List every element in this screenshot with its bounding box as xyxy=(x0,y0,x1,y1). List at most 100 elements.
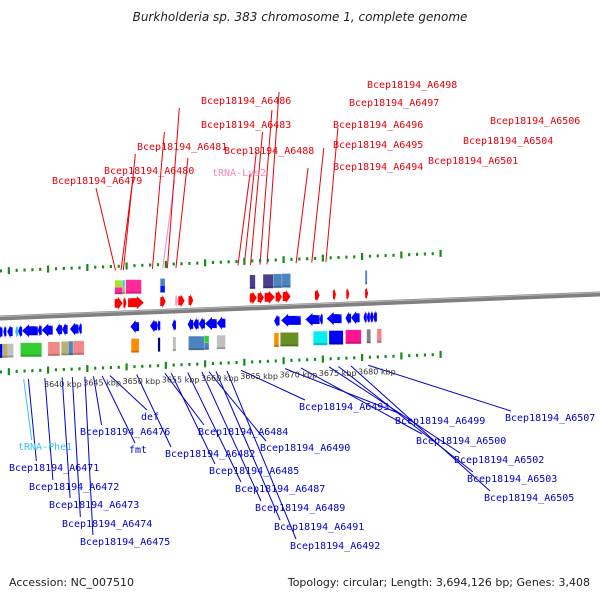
reverse-gene[interactable] xyxy=(172,318,176,332)
forward-gene-label[interactable]: Bcep18194_A6494 xyxy=(333,162,423,173)
forward-gene-label[interactable]: Bcep18194_A6488 xyxy=(224,146,314,157)
forward-gene[interactable] xyxy=(123,296,127,310)
reverse-gene[interactable] xyxy=(198,317,205,331)
reverse-gene-label[interactable]: Bcep18194_A6485 xyxy=(209,466,299,477)
forward-gene[interactable] xyxy=(114,296,123,310)
reverse-gene-label[interactable]: fmt xyxy=(129,445,147,456)
reverse-gene[interactable] xyxy=(130,320,140,334)
forward-gene-label[interactable]: Bcep18194_A6479 xyxy=(52,176,142,187)
reverse-gene[interactable] xyxy=(157,319,161,333)
forward-cog-block[interactable] xyxy=(125,279,142,294)
forward-cog-block[interactable] xyxy=(262,274,274,289)
forward-gene-label[interactable]: Bcep18194_A6495 xyxy=(333,140,423,151)
reverse-gene[interactable] xyxy=(15,324,19,338)
reverse-gene[interactable] xyxy=(216,316,226,330)
reverse-gene-label[interactable]: Bcep18194_A6472 xyxy=(29,482,119,493)
reverse-cog-block[interactable] xyxy=(157,337,161,352)
reverse-cog-block[interactable] xyxy=(0,343,3,359)
reverse-gene[interactable] xyxy=(62,322,68,336)
forward-cog-block[interactable] xyxy=(122,279,126,288)
forward-gene[interactable] xyxy=(282,290,291,304)
forward-gene-label[interactable]: Bcep18194_A6486 xyxy=(201,96,291,107)
forward-cog-block[interactable] xyxy=(114,280,123,288)
reverse-gene-label[interactable]: Bcep18194_A6505 xyxy=(484,493,574,504)
reverse-gene[interactable] xyxy=(319,312,323,326)
reverse-gene-label[interactable]: Bcep18194_A6487 xyxy=(235,484,325,495)
reverse-cog-block[interactable] xyxy=(366,329,371,344)
reverse-gene[interactable] xyxy=(18,324,23,338)
reverse-gene-label[interactable]: Bcep18194_A6489 xyxy=(255,503,345,514)
reverse-gene[interactable] xyxy=(363,310,367,324)
forward-gene[interactable] xyxy=(365,286,369,300)
reverse-cog-block[interactable] xyxy=(72,340,85,356)
reverse-gene-label[interactable]: def xyxy=(141,412,159,423)
forward-cog-block[interactable] xyxy=(249,274,256,290)
reverse-gene[interactable] xyxy=(150,319,158,333)
reverse-gene[interactable] xyxy=(41,323,53,337)
forward-cog-block[interactable] xyxy=(122,286,126,295)
reverse-cog-block[interactable] xyxy=(2,343,9,359)
forward-gene[interactable] xyxy=(314,288,320,302)
reverse-gene[interactable] xyxy=(78,322,82,336)
reverse-gene-label[interactable]: Bcep18194_A6473 xyxy=(49,500,139,511)
reverse-gene[interactable] xyxy=(22,324,38,338)
reverse-cog-block[interactable] xyxy=(130,338,140,353)
reverse-gene[interactable] xyxy=(187,317,194,331)
reverse-gene-label[interactable]: Bcep18194_A6484 xyxy=(198,427,288,438)
reverse-gene-label[interactable]: tRNA-Phe1 xyxy=(18,442,72,453)
forward-gene[interactable] xyxy=(188,293,194,307)
reverse-cog-block[interactable] xyxy=(47,341,61,357)
reverse-gene-label[interactable]: Bcep18194_A6493 xyxy=(299,402,389,413)
forward-gene[interactable] xyxy=(128,296,144,310)
reverse-cog-block[interactable] xyxy=(61,341,69,356)
reverse-gene-label[interactable]: Bcep18194_A6474 xyxy=(62,519,152,530)
reverse-gene[interactable] xyxy=(37,323,42,337)
reverse-gene[interactable] xyxy=(0,325,3,339)
reverse-cog-block[interactable] xyxy=(328,330,344,345)
reverse-gene[interactable] xyxy=(369,310,373,324)
reverse-cog-block[interactable] xyxy=(203,342,210,350)
forward-cog-block[interactable] xyxy=(160,285,166,293)
reverse-gene[interactable] xyxy=(281,313,301,327)
reverse-gene[interactable] xyxy=(326,312,342,326)
reverse-gene[interactable] xyxy=(205,317,217,331)
forward-gene-label[interactable]: Bcep18194_A6497 xyxy=(349,98,439,109)
forward-gene[interactable] xyxy=(346,287,350,301)
forward-cog-block[interactable] xyxy=(160,278,166,286)
reverse-gene-label[interactable]: Bcep18194_A6502 xyxy=(454,455,544,466)
reverse-gene-label[interactable]: Bcep18194_A6492 xyxy=(290,541,380,552)
reverse-gene-label[interactable]: Bcep18194_A6500 xyxy=(416,436,506,447)
reverse-cog-block[interactable] xyxy=(188,335,205,351)
reverse-gene-label[interactable]: Bcep18194_A6491 xyxy=(274,522,364,533)
reverse-gene[interactable] xyxy=(372,310,377,324)
forward-cog-block[interactable] xyxy=(281,273,291,288)
forward-gene-label[interactable]: Bcep18194_A6504 xyxy=(463,136,553,147)
reverse-cog-block[interactable] xyxy=(345,329,362,345)
reverse-gene[interactable] xyxy=(305,312,320,326)
reverse-cog-block[interactable] xyxy=(376,328,382,344)
forward-gene-label[interactable]: Bcep18194_A6483 xyxy=(201,120,291,131)
reverse-gene-label[interactable]: Bcep18194_A6490 xyxy=(260,443,350,454)
reverse-cog-block[interactable] xyxy=(280,332,299,347)
forward-gene[interactable] xyxy=(264,290,275,304)
reverse-gene[interactable] xyxy=(274,314,280,328)
forward-gene-label[interactable]: tRNA-Lys2 xyxy=(212,168,266,179)
reverse-gene-label[interactable]: Bcep18194_A6471 xyxy=(9,463,99,474)
reverse-gene-label[interactable]: Bcep18194_A6503 xyxy=(467,474,557,485)
forward-gene[interactable] xyxy=(249,291,257,305)
reverse-gene[interactable] xyxy=(55,323,63,337)
forward-gene-label[interactable]: Bcep18194_A6496 xyxy=(333,120,423,131)
reverse-cog-block[interactable] xyxy=(273,332,280,348)
reverse-gene-label[interactable]: Bcep18194_A6507 xyxy=(505,413,595,424)
reverse-gene-label[interactable]: Bcep18194_A6475 xyxy=(80,537,170,548)
forward-gene-label[interactable]: Bcep18194_A6498 xyxy=(367,80,457,91)
reverse-gene[interactable] xyxy=(351,311,360,325)
forward-gene-label[interactable]: Bcep18194_A6501 xyxy=(428,156,518,167)
reverse-cog-block[interactable] xyxy=(313,330,328,346)
forward-cog-block[interactable] xyxy=(273,273,283,289)
reverse-cog-block[interactable] xyxy=(203,335,210,343)
reverse-gene[interactable] xyxy=(345,311,352,325)
reverse-gene-label[interactable]: Bcep18194_A6499 xyxy=(395,416,485,427)
forward-cog-block[interactable] xyxy=(364,270,368,285)
reverse-cog-block[interactable] xyxy=(216,334,226,350)
